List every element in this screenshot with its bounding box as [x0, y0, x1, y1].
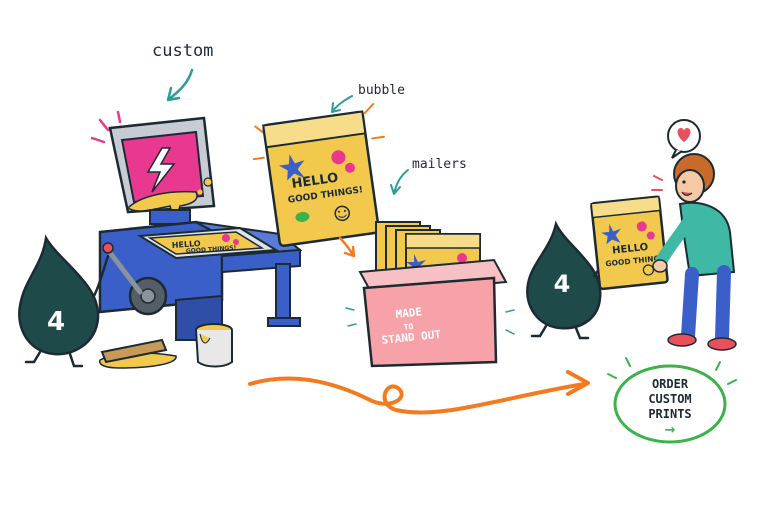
- mascot-left-legs: [24, 350, 84, 368]
- heart-icon: [677, 128, 691, 142]
- box-stamp-line-3: STAND OUT: [381, 328, 442, 347]
- cta-circle[interactable]: [613, 364, 727, 444]
- press-lever: [105, 247, 143, 295]
- pink-blob-icon: [331, 150, 346, 165]
- custom-pointer-arrow-icon: [166, 68, 194, 102]
- cta-line-2: CUSTOM: [648, 392, 691, 406]
- mascot-left: 4: [18, 234, 110, 368]
- press-wheel-hub: [140, 288, 156, 304]
- mascot-left-number: 4: [47, 307, 65, 337]
- press-hinge: [149, 209, 191, 225]
- press-foot: [267, 317, 301, 327]
- speech-bubble-tail: [671, 149, 683, 159]
- green-blob-icon: [295, 211, 310, 222]
- press-lever-knob: [102, 242, 114, 254]
- screen-print-press: HELLO GOOD THINGS!: [90, 110, 303, 341]
- pink-blob-icon: [344, 162, 355, 173]
- cta-line-3: PRINTS: [648, 407, 691, 421]
- bubble-pointer-arrow-icon: [331, 95, 353, 113]
- platen-pouch-text-1: HELLO: [172, 239, 202, 250]
- mailer-box: HELLO GOOD THINGS! MADE TO STAND OUT: [345, 221, 515, 368]
- ink-can-drip: [199, 333, 211, 344]
- blue-star-icon: [601, 223, 621, 245]
- platen-pouch: [147, 231, 265, 255]
- platen-pouch-dot: [222, 234, 230, 242]
- pink-blob-icon: [457, 253, 467, 263]
- ink-splash-dot: [197, 189, 203, 195]
- to-box-arrow-icon: [338, 236, 356, 258]
- flow-arrow: [248, 370, 590, 415]
- handed-mailer-text-1: HELLO: [612, 242, 649, 257]
- cta-arrow-icon: →: [665, 423, 676, 438]
- box-stamp-line-2: TO: [403, 322, 414, 332]
- box-mailer-seal: [405, 233, 481, 249]
- cta-line-1: ORDER: [652, 377, 689, 391]
- pink-blob-icon: [646, 231, 655, 240]
- person-smile: [681, 191, 693, 196]
- smiley-icon: [334, 205, 350, 222]
- custom-label-group: custom: [152, 41, 213, 102]
- face-sparkle-icon: [651, 175, 663, 191]
- mascot-left-body: [18, 234, 100, 356]
- mascot-right-legs: [530, 324, 590, 340]
- person-shoe: [707, 337, 737, 351]
- bubble-mailer-floating: HELLO GOOD THINGS!: [252, 102, 385, 248]
- mailers-label-group: mailers: [390, 157, 467, 195]
- platen-pouch-dot: [233, 239, 239, 245]
- order-custom-prints-cta[interactable]: ORDER CUSTOM PRINTS →: [607, 357, 737, 444]
- box-stamp-line-1: MADE: [395, 305, 423, 321]
- squeegee-and-ink: [99, 323, 233, 369]
- bubble-label: bubble: [358, 83, 405, 98]
- person-face: [675, 169, 705, 203]
- person-shoe: [667, 333, 697, 347]
- mascot-right-number: 4: [554, 270, 571, 298]
- mailers-label: mailers: [412, 157, 467, 172]
- mailers-pointer-arrow-icon: [390, 169, 409, 195]
- mailer-sparkle-icon: [252, 102, 385, 161]
- squeegee-icon: [100, 338, 168, 364]
- lightning-bolt-icon: [146, 147, 176, 193]
- handed-mailer: HELLO GOOD THINGS!: [590, 195, 669, 291]
- flow-arrow-line: [248, 376, 586, 415]
- person-jeans: [681, 265, 731, 345]
- press-sparkle-icon: [90, 110, 122, 144]
- bubble-mailer-seal: [262, 110, 367, 149]
- platen-pouch-text-2: GOOD THINGS!: [186, 244, 237, 255]
- happy-customer: [651, 119, 737, 351]
- box-front: [362, 276, 498, 368]
- blue-star-icon: [278, 154, 305, 181]
- person-sweater: [678, 201, 736, 278]
- cta-sparkle-icon: [607, 357, 737, 385]
- ink-splash-dot: [203, 177, 213, 187]
- bubble-label-group: bubble: [331, 83, 405, 113]
- flow-arrow-head-icon: [566, 370, 590, 396]
- press-leg: [275, 263, 291, 323]
- custom-label: custom: [152, 41, 213, 61]
- person-hand: [652, 259, 668, 273]
- pink-blob-icon: [636, 221, 647, 232]
- mascot-right-body: [526, 220, 602, 330]
- handed-mailer-seal: [590, 195, 662, 219]
- box-sparkle-icon: [345, 307, 515, 335]
- mascot-left-arm: [92, 254, 110, 298]
